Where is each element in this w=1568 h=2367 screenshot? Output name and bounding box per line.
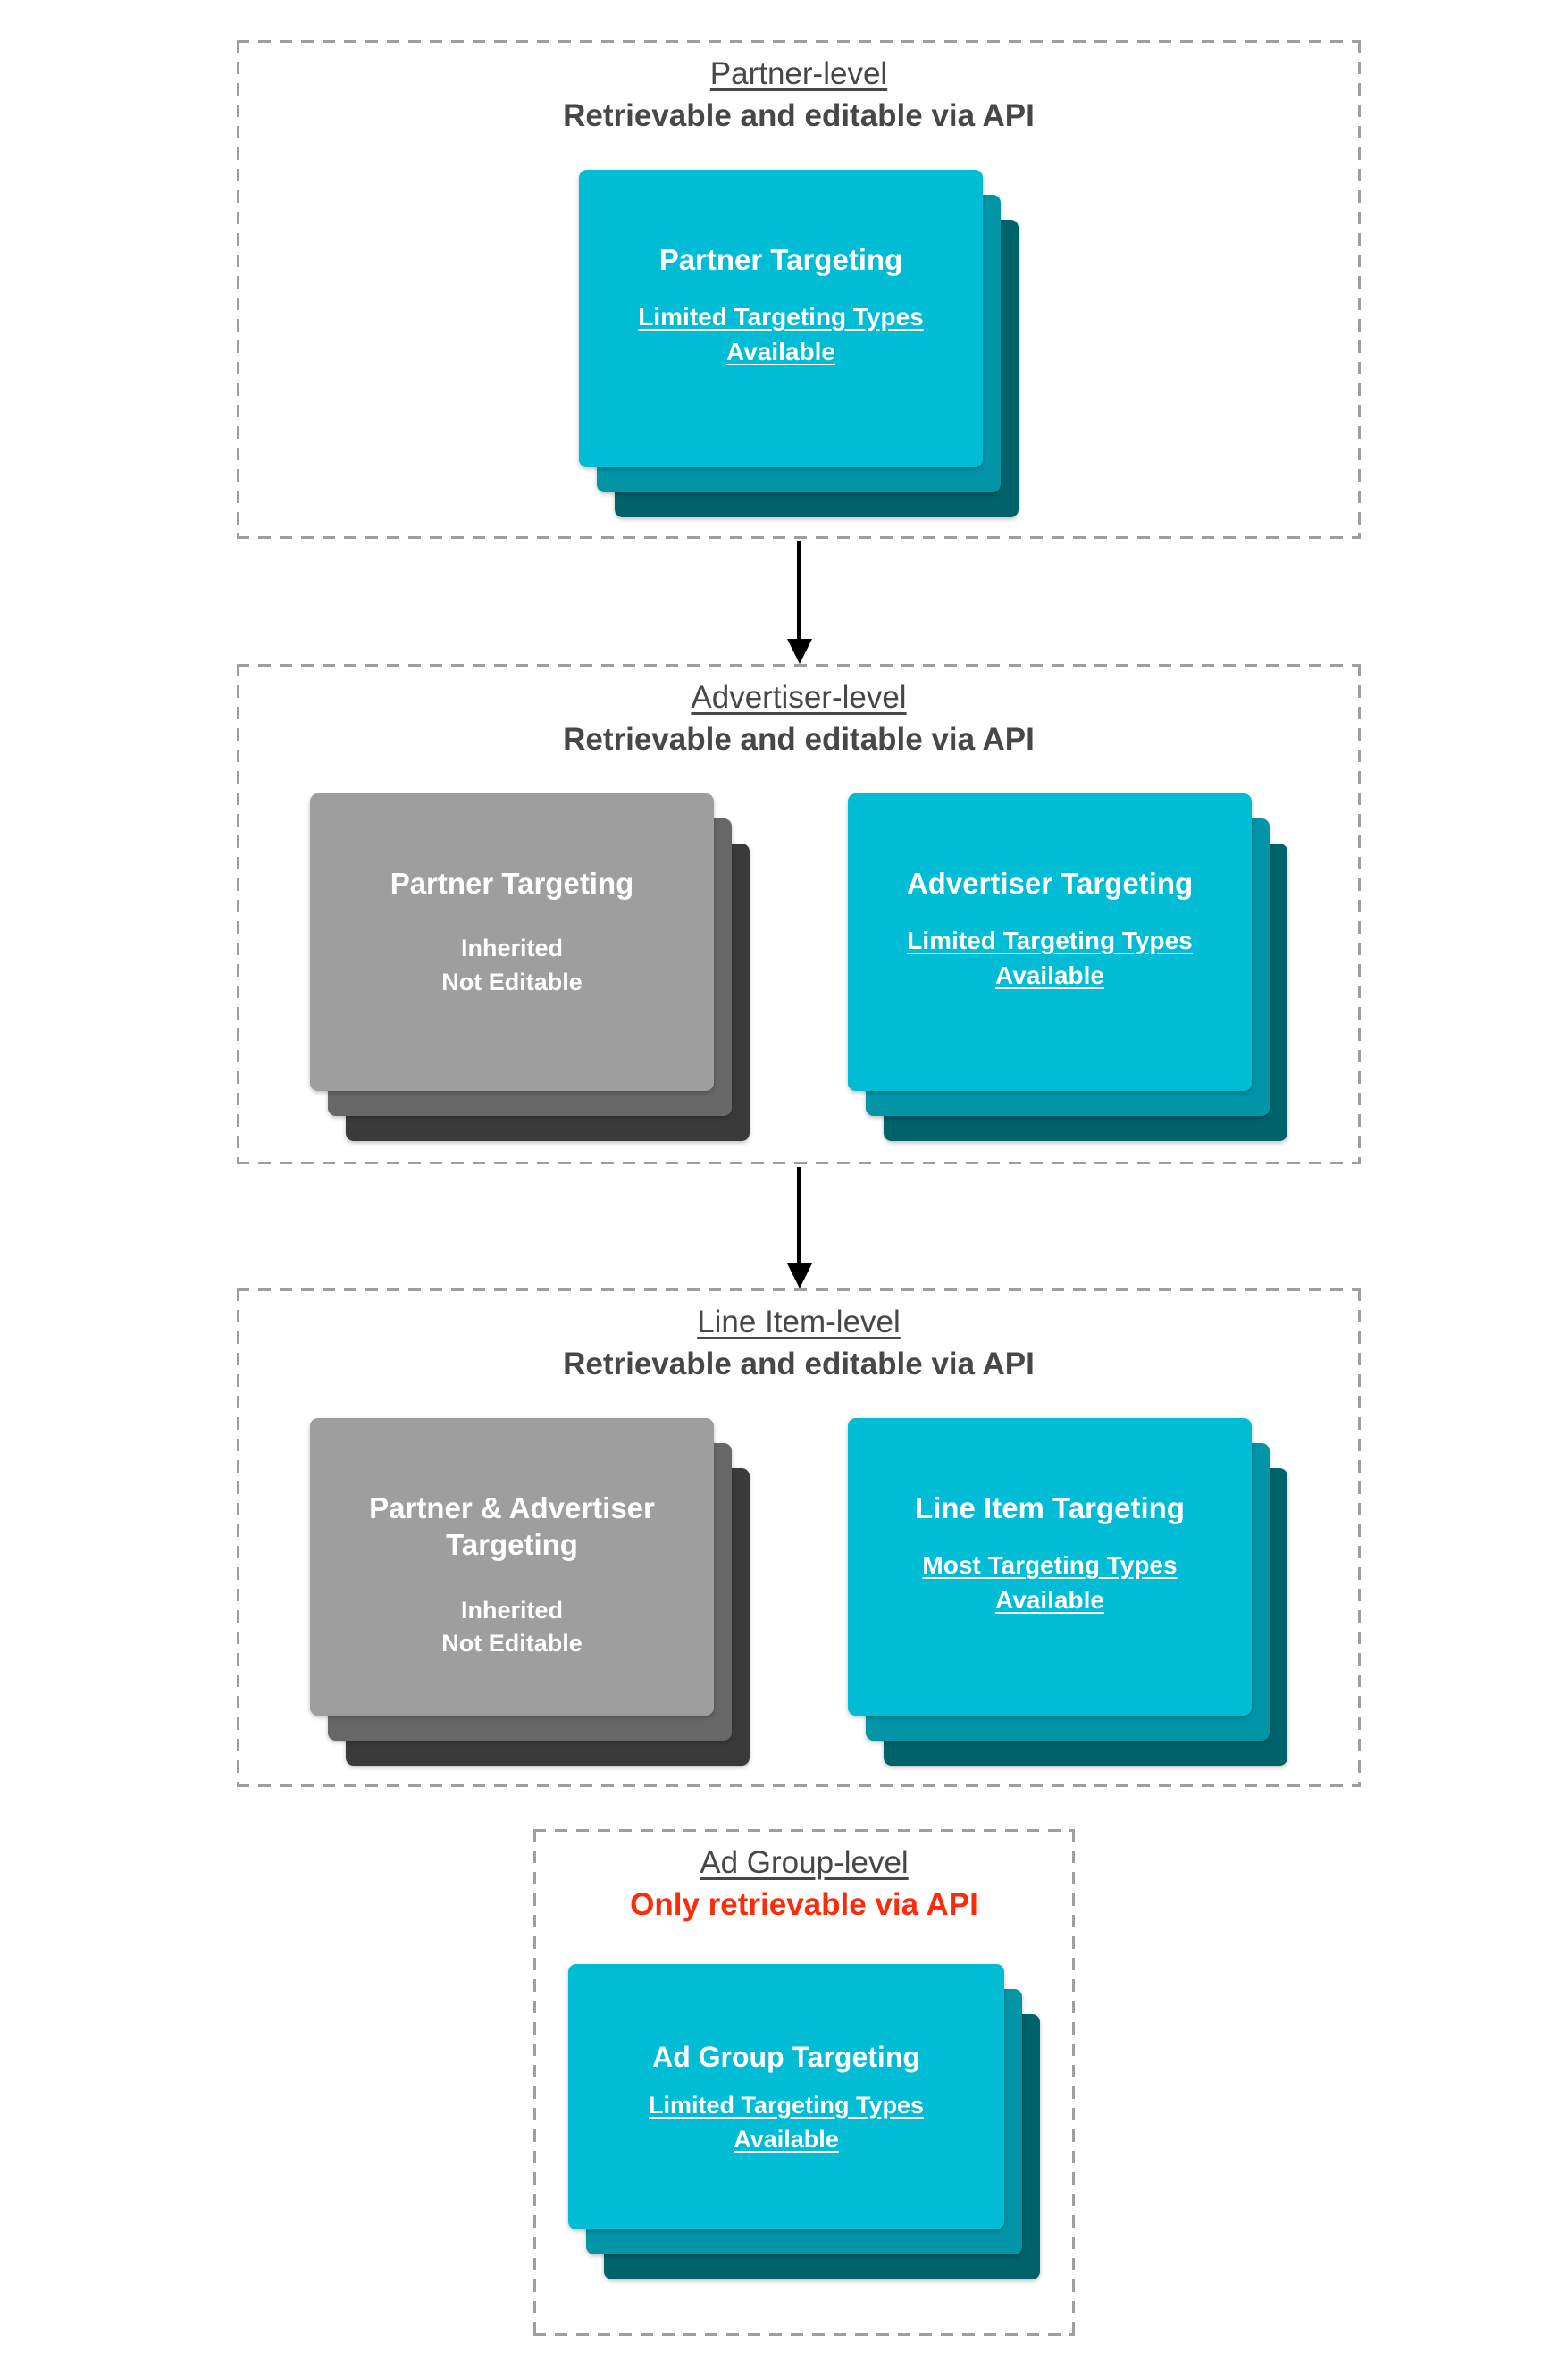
- card-subtext-line: Inherited: [460, 935, 563, 962]
- card-title: Partner & Advertiser Targeting: [369, 1491, 655, 1562]
- card-subtext-line: Most Targeting Types Available: [922, 1551, 1178, 1615]
- flow-arrow-partner-level-to-advertiser-level: [797, 541, 801, 640]
- card-subtext: Limited Targeting Types Available: [894, 923, 1205, 993]
- section-title: Ad Group-level: [700, 1845, 909, 1880]
- card-subtext: Limited Targeting Types Available: [639, 2089, 934, 2157]
- flow-arrow-advertiser-level-to-line-item-level: [797, 1167, 801, 1264]
- card-subtext-line: Not Editable: [441, 1630, 583, 1658]
- section-subtitle: Retrievable and editable via API: [563, 98, 1035, 133]
- section-subtitle: Retrievable and editable via API: [563, 722, 1035, 757]
- card-subtext-line: Limited Targeting Types Available: [648, 2092, 925, 2153]
- card-subtext: Limited Targeting Types Available: [625, 299, 936, 369]
- card-title: Line Item Targeting: [915, 1491, 1185, 1524]
- card-title: Advertiser Targeting: [906, 867, 1194, 900]
- section-subtitle: Only retrievable via API: [630, 1887, 978, 1922]
- section-title: Partner-level: [709, 56, 888, 91]
- section-title: Advertiser-level: [691, 680, 907, 715]
- card-subtext-line: Not Editable: [441, 969, 583, 996]
- card-subtext-line: Inherited: [460, 1596, 563, 1624]
- card-subtext-line: Limited Targeting Types Available: [638, 303, 924, 366]
- card-title: Partner Targeting: [658, 243, 903, 276]
- section-subtitle: Retrievable and editable via API: [563, 1347, 1035, 1381]
- card-title: Partner Targeting: [390, 867, 634, 900]
- section-title: Line Item-level: [697, 1305, 901, 1339]
- card-subtext-line: Limited Targeting Types Available: [907, 927, 1193, 990]
- card-title: Ad Group Targeting: [652, 2041, 920, 2073]
- card-subtext: Most Targeting Types Available: [894, 1548, 1205, 1617]
